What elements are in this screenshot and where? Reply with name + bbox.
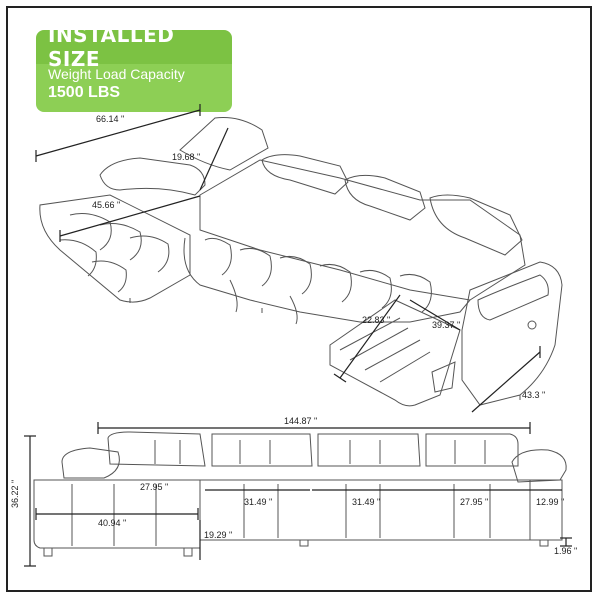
installed-size-badge: INSTALLED SIZE Weight Load Capacity 1500… bbox=[36, 30, 232, 112]
perspective-sofa-outline bbox=[39, 117, 563, 407]
dim-arm-depth: 43.3 " bbox=[522, 390, 545, 400]
front-view-dimension-lines bbox=[24, 422, 572, 567]
weight-capacity-value: 1500 LBS bbox=[48, 84, 121, 101]
dim-seat-2: 31.49 " bbox=[352, 497, 380, 507]
dim-chaise-seat: 27.95 " bbox=[140, 482, 168, 492]
page-border bbox=[6, 6, 592, 592]
dim-leg-height: 1.96 " bbox=[554, 546, 577, 556]
dim-headrest-depth: 19.68 " bbox=[172, 152, 200, 162]
front-view-sofa-outline bbox=[33, 431, 567, 557]
dim-total-width: 144.87 " bbox=[284, 416, 317, 426]
dim-footrest-extension: 22.83 " bbox=[362, 315, 390, 325]
badge-body: Weight Load Capacity 1500 LBS bbox=[36, 64, 232, 112]
perspective-dimension-lines bbox=[35, 104, 541, 413]
dim-chaise-front-width: 40.94 " bbox=[98, 518, 126, 528]
front-view-dimension-labels: 144.87 " 36.22 " 27.95 " 31.49 " 31.49 "… bbox=[10, 416, 577, 556]
dim-chaise-width: 45.66 " bbox=[92, 200, 120, 210]
dim-seat-3: 27.95 " bbox=[460, 497, 488, 507]
dim-seat-height: 19.29 " bbox=[204, 530, 232, 540]
perspective-dimension-labels: 66.14 " 19.68 " 45.66 " 22.83 " 39.37 " … bbox=[92, 114, 545, 400]
dim-arm-width: 12.99 " bbox=[536, 497, 564, 507]
badge-title: INSTALLED SIZE bbox=[36, 30, 232, 71]
dim-seat-1: 31.49 " bbox=[244, 497, 272, 507]
dim-reclined-depth: 39.37 " bbox=[432, 320, 460, 330]
weight-capacity-label: Weight Load Capacity bbox=[48, 66, 185, 82]
dim-chaise-length: 66.14 " bbox=[96, 114, 124, 124]
dim-total-height: 36.22 " bbox=[10, 480, 20, 508]
